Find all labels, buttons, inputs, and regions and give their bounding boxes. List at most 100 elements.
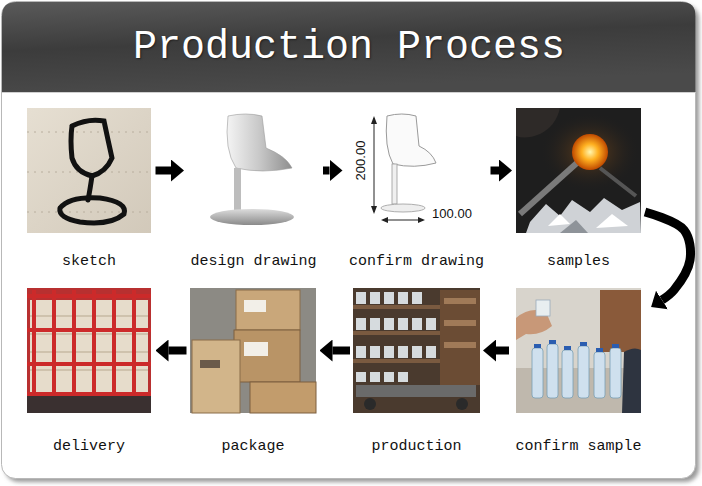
dimension-drawing-part xyxy=(392,164,397,204)
inspection-photo-part-part xyxy=(612,344,619,348)
boxes-photo xyxy=(190,288,316,413)
flow-arrow xyxy=(333,347,351,355)
inspection-photo-part-part xyxy=(534,344,541,348)
sketch-photo-part xyxy=(27,212,151,213)
glassblowing-photo-part xyxy=(526,198,641,233)
flow-arrow xyxy=(169,347,187,355)
shelving-photo-part xyxy=(456,398,468,410)
dimension-drawing-part xyxy=(386,114,436,166)
truck-photo-part-part xyxy=(132,290,136,396)
inspection-photo-part-part xyxy=(610,348,621,398)
glassblowing-photo-part xyxy=(560,220,588,233)
boxes-photo-part xyxy=(190,288,316,413)
process-step: package xyxy=(191,288,316,458)
shelving-photo-part-part xyxy=(370,372,380,382)
shelving-photo-part-part xyxy=(398,318,408,330)
process-step: delivery xyxy=(27,288,152,458)
sketch-photo xyxy=(27,108,151,233)
truck-photo-part xyxy=(30,316,148,370)
dimension-drawing-part xyxy=(353,108,480,233)
shelving-photo-part-part xyxy=(356,318,366,330)
flow-arrow xyxy=(496,347,509,355)
boxes-photo-part xyxy=(250,382,316,413)
shelving-photo-part-part xyxy=(426,346,436,358)
inspection-photo-part-part xyxy=(549,340,556,344)
step-caption: design drawing xyxy=(190,253,316,271)
inspection-photo-part-part xyxy=(594,352,605,398)
dimension-drawing-part xyxy=(374,118,375,212)
shelving-photo-part-part xyxy=(353,359,443,363)
inspection-photo-part xyxy=(600,290,641,352)
flow-arrow xyxy=(491,167,500,175)
truck-photo-part-part xyxy=(112,290,116,396)
inspection-photo-part xyxy=(516,288,641,413)
truck-photo-part-part xyxy=(30,370,148,371)
process-step: confirm drawing xyxy=(347,108,487,273)
shelving-photo-part-part xyxy=(398,372,408,382)
truck-photo-part-part xyxy=(92,290,96,396)
sketch-photo-part xyxy=(27,108,151,233)
glassblowing-photo-part xyxy=(516,108,641,233)
truck-photo-part-part xyxy=(32,290,36,396)
shelving-photo-part xyxy=(353,305,443,363)
truck-photo-part-part xyxy=(30,334,148,335)
inspection-photo-part-part xyxy=(532,348,543,398)
shelving-photo-part-part xyxy=(426,318,436,330)
step-caption: confirm sample xyxy=(515,438,641,456)
shelving-photo xyxy=(353,288,480,413)
card-frame-part xyxy=(2,2,696,479)
truck-photo-part-part xyxy=(30,316,148,317)
shelving-photo-part-part xyxy=(412,292,422,304)
design-render xyxy=(190,108,317,233)
dimension-label: 100.00 xyxy=(432,206,472,221)
design-render-part xyxy=(190,108,317,233)
process-step: samples xyxy=(516,108,641,273)
flow-arrow xyxy=(156,167,172,175)
title-text: Production Process xyxy=(2,2,696,92)
inspection-photo xyxy=(516,288,641,413)
inspection-photo-part xyxy=(534,340,619,352)
shelving-photo-part-part xyxy=(384,318,394,330)
glassblowing-photo-part xyxy=(572,134,608,170)
process-step: confirm sample xyxy=(513,288,644,458)
shelving-photo-part-part xyxy=(356,372,366,382)
dimension-drawing xyxy=(353,108,480,233)
dimension-drawing-part xyxy=(383,220,423,221)
shelving-photo-part-part xyxy=(398,292,408,304)
shelving-photo-part xyxy=(444,320,476,326)
process-step: production xyxy=(354,288,479,458)
dimension-drawing-part xyxy=(418,217,425,223)
truck-photo-part-part xyxy=(52,290,56,396)
flow-arrow xyxy=(645,212,691,300)
sketch-photo-part xyxy=(27,132,151,133)
boxes-photo-part xyxy=(234,330,300,382)
glassblowing-photo xyxy=(516,108,641,233)
design-render-part xyxy=(234,168,241,212)
step-caption: delivery xyxy=(53,438,125,456)
truck-photo xyxy=(27,288,151,413)
shelving-photo-part-part xyxy=(384,346,394,358)
design-render-part xyxy=(210,209,294,225)
truck-photo-part xyxy=(27,290,151,396)
truck-photo-part-part xyxy=(27,392,151,396)
boxes-photo-part xyxy=(236,290,300,330)
inspection-photo-part xyxy=(622,348,641,413)
inspection-photo-part-part xyxy=(547,344,558,398)
shelving-photo-part-part xyxy=(398,346,408,358)
glassblowing-photo-part xyxy=(516,108,560,138)
step-caption: production xyxy=(371,438,461,456)
inspection-photo-part-part xyxy=(578,346,589,398)
inspection-photo-part xyxy=(536,300,550,316)
step-caption: confirm drawing xyxy=(349,253,484,271)
truck-photo-part-part xyxy=(27,362,151,366)
inspection-photo-part xyxy=(532,344,621,398)
shelving-photo-part xyxy=(364,398,376,410)
inspection-photo-part-part xyxy=(562,350,573,398)
shelving-photo-part xyxy=(444,298,476,304)
truck-photo-part-part xyxy=(27,328,151,332)
sketch-photo-part xyxy=(71,120,112,176)
boxes-photo-part xyxy=(244,300,266,312)
shelving-photo-part-part xyxy=(353,331,443,335)
